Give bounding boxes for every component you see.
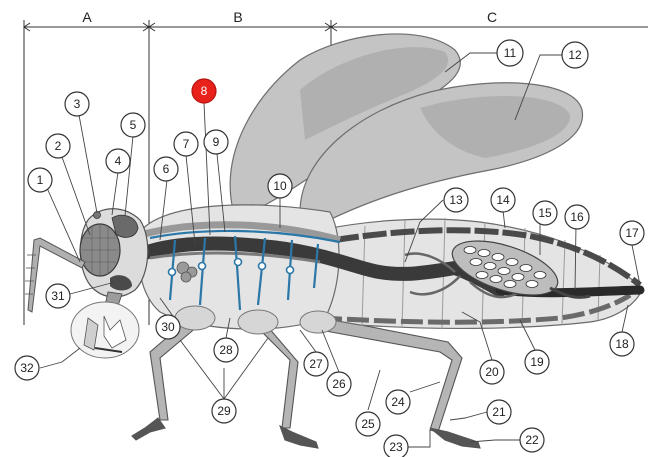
callout-24: 24	[386, 390, 410, 414]
callout-30-label: 30	[161, 320, 175, 334]
callout-4: 4	[106, 149, 130, 173]
callout-2-label: 2	[55, 139, 62, 153]
callout-32-label: 32	[20, 361, 34, 375]
callout-22-label: 22	[525, 433, 539, 447]
callout-27: 27	[304, 352, 328, 376]
callout-8-label: 8	[201, 84, 208, 98]
callout-30: 30	[156, 315, 180, 339]
callout-23: 23	[384, 435, 408, 457]
callout-14-label: 14	[496, 193, 510, 207]
callout-17: 17	[620, 221, 644, 245]
mouthparts-inset	[71, 302, 139, 358]
callout-6: 6	[154, 157, 178, 181]
callout-12-label: 12	[568, 48, 582, 62]
callout-1: 1	[28, 168, 52, 192]
front-leg-tarsus	[132, 418, 165, 440]
callout-5-label: 5	[130, 118, 137, 132]
callout-1-label: 1	[37, 173, 44, 187]
callout-12: 12	[562, 42, 588, 68]
callout-16: 16	[565, 205, 589, 229]
callout-29-label: 29	[217, 404, 231, 418]
callout-28: 28	[214, 338, 238, 362]
callout-15: 15	[533, 201, 557, 225]
callout-20-label: 20	[485, 365, 499, 379]
callout-27-label: 27	[309, 357, 323, 371]
callout-17-label: 17	[625, 226, 639, 240]
callout-16-label: 16	[570, 210, 584, 224]
callout-2: 2	[46, 134, 70, 158]
callout-29: 29	[212, 399, 236, 423]
callout-26-label: 26	[332, 377, 346, 391]
callout-19-label: 19	[530, 355, 544, 369]
callout-6-label: 6	[163, 162, 170, 176]
callout-3: 3	[65, 92, 89, 116]
callout-9: 9	[204, 130, 228, 154]
callout-32: 32	[15, 356, 39, 380]
callout-25-label: 25	[361, 417, 375, 431]
callout-13: 13	[444, 188, 468, 212]
callout-7-label: 7	[183, 137, 190, 151]
callout-28-label: 28	[219, 343, 233, 357]
callout-24-label: 24	[391, 395, 405, 409]
callout-8-highlighted: 8	[192, 79, 216, 103]
region-label-abdomen: C	[487, 9, 497, 25]
callout-5: 5	[121, 113, 145, 137]
callout-19: 19	[525, 350, 549, 374]
callout-26: 26	[327, 372, 351, 396]
callout-31-label: 31	[51, 289, 65, 303]
callout-4-label: 4	[115, 154, 122, 168]
callout-23-label: 23	[389, 440, 403, 454]
callout-31: 31	[46, 284, 70, 308]
callout-15-label: 15	[538, 206, 552, 220]
callout-7: 7	[174, 132, 198, 156]
region-label-thorax: B	[233, 9, 242, 25]
callout-9-label: 9	[213, 135, 220, 149]
callout-3-label: 3	[74, 97, 81, 111]
callout-14: 14	[491, 188, 515, 212]
middle-leg-tarsus	[280, 426, 318, 448]
callout-21-label: 21	[492, 405, 506, 419]
region-label-head: A	[82, 9, 92, 25]
callout-18-label: 18	[615, 337, 629, 351]
callout-21: 21	[487, 400, 511, 424]
callout-10-label: 10	[273, 179, 287, 193]
callout-25: 25	[356, 412, 380, 436]
middle-leg	[255, 320, 298, 428]
callout-20: 20	[480, 360, 504, 384]
callout-13-label: 13	[449, 193, 463, 207]
callout-22: 22	[520, 428, 544, 452]
hind-leg-tarsus	[430, 428, 480, 448]
callout-18: 18	[610, 332, 634, 356]
callout-10: 10	[268, 174, 292, 198]
callout-11-label: 11	[504, 46, 517, 60]
callout-11: 11	[497, 40, 523, 66]
